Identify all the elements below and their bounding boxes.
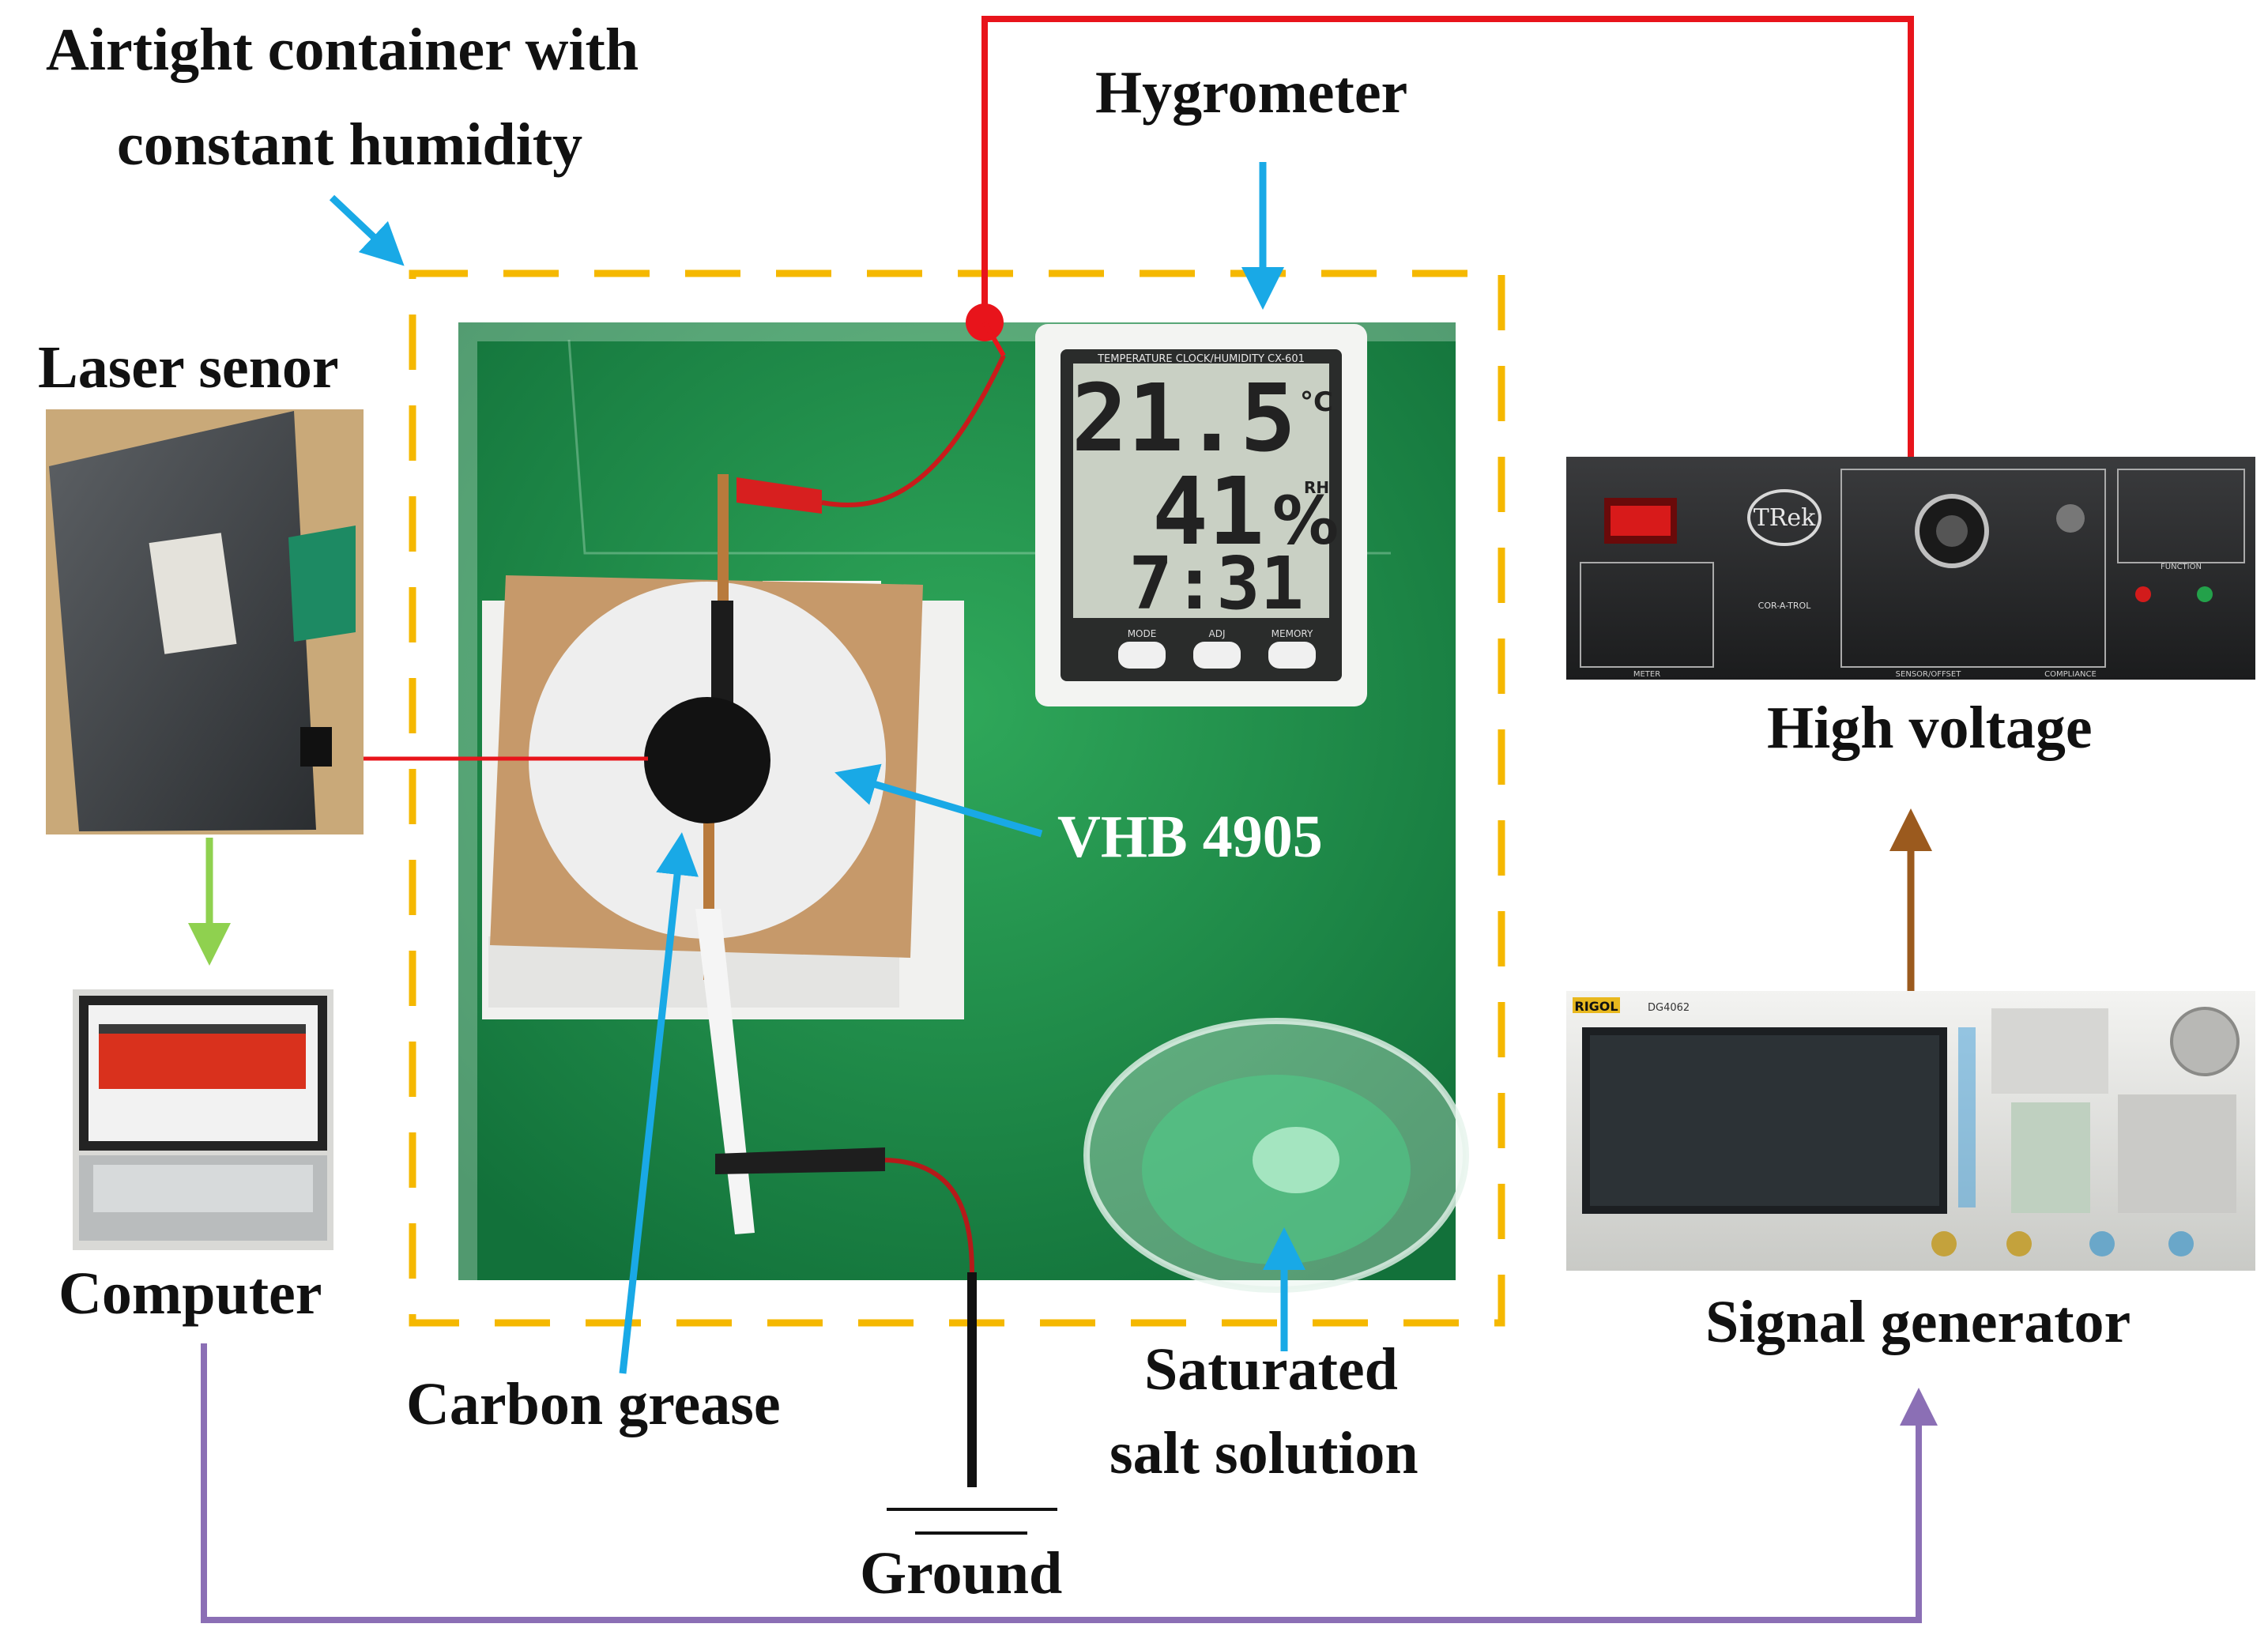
airtight-pointer-arrow <box>329 194 405 266</box>
airtight-container-label-line1: Airtight container with <box>46 17 639 83</box>
hv-section-compliance: COMPLIANCE <box>2044 670 2097 679</box>
hygrometer-temperature: 21.5 <box>1072 364 1296 473</box>
hygrometer-button-memory: MEMORY <box>1272 628 1313 639</box>
alligator-clip-red <box>737 354 1006 514</box>
carbon-grease-pointer-arrow <box>619 832 699 1374</box>
high-voltage-model: COR-A-TROL <box>1758 601 1812 611</box>
carbon-grease-disk <box>644 697 770 823</box>
hygrometer-rh: RH <box>1304 478 1329 497</box>
hygrometer-button-mode: MODE <box>1128 628 1157 639</box>
saturated-label-line2: salt solution <box>1110 1420 1418 1486</box>
hygrometer-device <box>1035 324 1367 706</box>
hygrometer-button-adj: ADJ <box>1209 628 1226 639</box>
hv-section-meter: METER <box>1633 670 1660 679</box>
saturated-label-line1: Saturated <box>1144 1336 1398 1403</box>
hygrometer-buttons: MODE ADJ MEMORY <box>1118 628 1316 669</box>
high-voltage-panel <box>1566 457 2255 680</box>
carbon-grease-label: Carbon grease <box>406 1371 781 1437</box>
hv-wire-drop <box>982 321 1006 357</box>
hygrometer-time: 7:31 <box>1128 541 1304 626</box>
beaker-salt-solution <box>1083 1018 1469 1293</box>
signal-generator-label: Signal generator <box>1705 1289 2131 1355</box>
computer-to-generator-line <box>201 1343 1938 1623</box>
ground-symbol-icon <box>887 1508 1057 1535</box>
laptop-icon <box>73 989 333 1250</box>
hygrometer-label: Hygrometer <box>1095 59 1408 126</box>
hv-section-sensor: SENSOR/OFFSET <box>1896 670 1962 679</box>
high-voltage-brand: TRek <box>1754 504 1816 532</box>
signal-generator-brand: RIGOL <box>1574 999 1618 1014</box>
ground-label: Ground <box>860 1540 1063 1607</box>
alligator-clip-black <box>715 1147 974 1273</box>
vhb-label: VHB 4905 <box>1057 804 1323 870</box>
vhb-pointer-arrow <box>834 763 1043 838</box>
high-voltage-label: High voltage <box>1767 695 2093 761</box>
laser-sensor-photo <box>46 409 364 834</box>
computer-label: Computer <box>58 1260 322 1327</box>
hygrometer-humidity-unit: % <box>1272 482 1339 559</box>
signal-generator-panel <box>1566 991 2255 1271</box>
airtight-container-label-line2: constant humidity <box>117 111 583 178</box>
hv-section-function: FUNCTION <box>2161 563 2202 571</box>
high-voltage-wire <box>981 16 1914 457</box>
laser-sensor-label: Laser senor <box>38 334 339 401</box>
airtight-container-outline <box>409 269 1505 1327</box>
signal-generator-series: DG4062 <box>1648 1002 1690 1014</box>
hygrometer-humidity: 41 <box>1152 457 1264 566</box>
hygrometer-header: TEMPERATURE CLOCK/HUMIDITY CX-601 <box>1097 353 1305 365</box>
hygrometer-temp-unit: °C <box>1300 386 1333 418</box>
